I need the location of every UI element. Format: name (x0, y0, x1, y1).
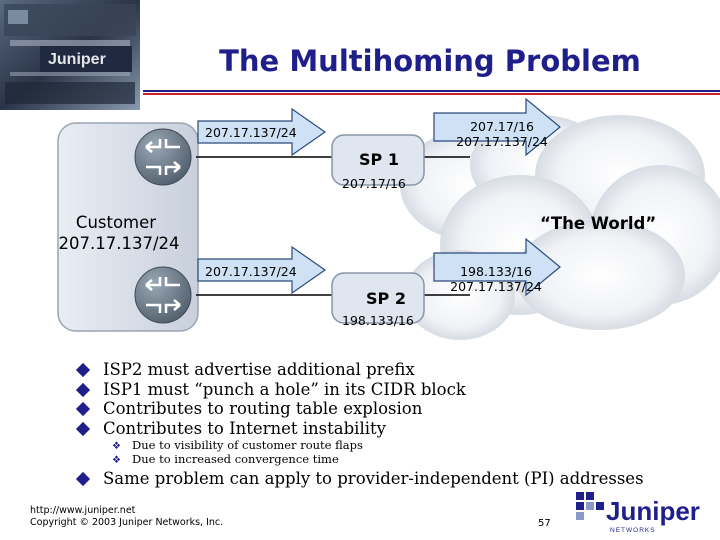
sub-bullet-text: Due to visibility of customer route flap… (132, 438, 363, 452)
customer-label: Customer (36, 213, 196, 232)
arrow-label-bottom-left: 207.17.137/24 (205, 264, 297, 279)
bullet-text: Same problem can apply to provider-indep… (103, 469, 644, 488)
sp1-prefix: 207.17/16 (342, 176, 406, 191)
bullet-item: ISP1 must “punch a hole” in its CIDR blo… (74, 380, 714, 400)
bullet-item: Same problem can apply to provider-indep… (74, 469, 714, 489)
bullet-text: ISP2 must advertise additional prefix (103, 360, 415, 379)
logo-photo-text: Juniper (48, 51, 106, 68)
world-label: “The World” (540, 214, 656, 233)
arrow-label-bottom-right-2: 207.17.137/24 (436, 279, 556, 294)
footer-copyright: Copyright © 2003 Juniper Networks, Inc. (30, 517, 223, 528)
sub-bullet-item: ❖Due to visibility of customer route fla… (74, 438, 714, 452)
bullet-diamond-icon (76, 421, 90, 435)
sp2-prefix: 198.133/16 (342, 313, 414, 328)
sub-bullet-text: Due to increased convergence time (132, 452, 339, 466)
juniper-mark-icon (576, 492, 604, 520)
logo-subtext: NETWORKS (610, 527, 656, 534)
footer-url: http://www.juniper.net (30, 505, 135, 516)
bullet-item: Contributes to routing table explosion (74, 399, 714, 419)
bullet-diamond-icon (76, 382, 90, 396)
bullet-list: ISP2 must advertise additional prefix IS… (74, 360, 714, 489)
arrow-label-top-right-2: 207.17.137/24 (442, 134, 562, 149)
router-icon (135, 267, 191, 323)
bullet-item: ISP2 must advertise additional prefix (74, 360, 714, 380)
bullet-text: Contributes to routing table explosion (103, 399, 422, 418)
page-title: The Multihoming Problem (140, 44, 720, 78)
sp2-label: SP 2 (366, 289, 406, 308)
page-number: 57 (538, 518, 551, 529)
sub-bullet-icon: ❖ (112, 454, 121, 468)
arrow-label-top-right-1: 207.17/16 (452, 119, 552, 134)
sub-bullet-item: ❖ Due to increased convergence time (74, 452, 714, 466)
bullet-text: Contributes to Internet instability (103, 419, 386, 438)
logo-wordmark: Juniper (606, 496, 700, 526)
bullet-text: ISP1 must “punch a hole” in its CIDR blo… (103, 380, 466, 399)
juniper-equipment-photo: Juniper (0, 0, 140, 110)
title-rule (143, 90, 720, 92)
juniper-logo: Juniper NETWORKS (570, 488, 716, 536)
bullet-diamond-icon (76, 472, 90, 486)
arrow-label-bottom-right-1: 198.133/16 (446, 264, 546, 279)
customer-prefix: 207.17.137/24 (30, 234, 208, 253)
router-icon (135, 129, 191, 185)
bullet-diamond-icon (76, 363, 90, 377)
sp1-label: SP 1 (359, 150, 399, 169)
bullet-item: Contributes to Internet instability (74, 419, 714, 439)
bullet-diamond-icon (76, 402, 90, 416)
arrow-label-top-left: 207.17.137/24 (205, 125, 297, 140)
